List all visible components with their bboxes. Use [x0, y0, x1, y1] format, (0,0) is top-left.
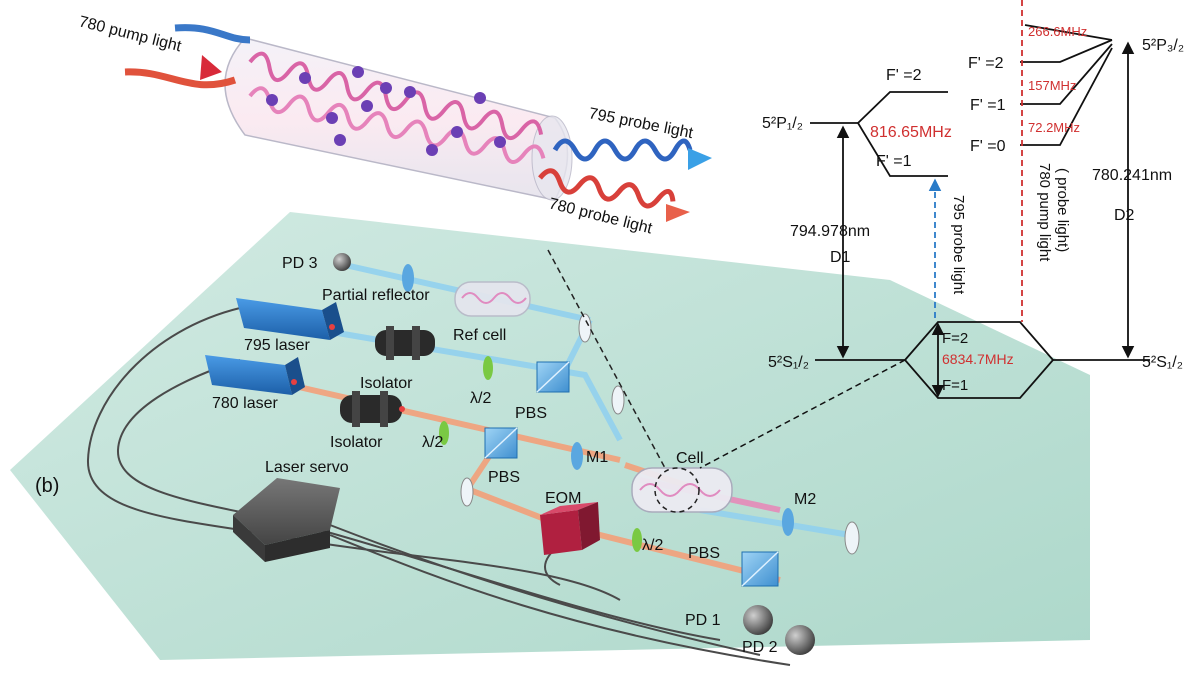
partial-reflector-label: Partial reflector [322, 287, 430, 304]
mirror-far-right [844, 521, 860, 555]
pump-light-in-red [124, 68, 237, 89]
halfwave-top-label: λ/2 [470, 390, 491, 407]
panel-c [699, 0, 1150, 469]
p12-fp2-label: F' =2 [886, 67, 922, 84]
vapor-cell-body [224, 37, 569, 201]
partial-reflector-optic [402, 264, 414, 292]
panel-b-label: (b) [35, 475, 59, 497]
halfwave-bottom-label: λ/2 [642, 537, 663, 554]
p32-split-b: 157MHz [1028, 78, 1076, 93]
p32-fp2 [1020, 39, 1113, 63]
isolator-bottom-label: Isolator [330, 434, 383, 451]
d1-wavelength: 794.978nm [790, 223, 870, 240]
pd1-detector [743, 605, 773, 635]
p32-fp2-label: F' =2 [968, 55, 1004, 72]
eom [540, 502, 600, 555]
mirror-m2-label: M2 [794, 491, 816, 508]
laser-servo [233, 478, 340, 562]
s12-left-label: 5²S₁/₂ [768, 354, 809, 371]
halfwave-plate-bottom [632, 528, 642, 552]
mirror-m1-label: M1 [586, 449, 608, 466]
pbs-mid-label: PBS [488, 469, 520, 486]
atoms [266, 66, 506, 156]
mirror-m1 [571, 442, 583, 470]
halfwave-plate-top [483, 356, 493, 380]
laser-780-label: 780 laser [212, 395, 278, 412]
ref-cell [454, 281, 531, 317]
laser-795 [236, 298, 344, 340]
pump-in-label: 780 pump light [77, 13, 183, 55]
mirror-bottom-left [460, 477, 474, 507]
pd1-label: PD 1 [685, 612, 721, 629]
p12-fp2 [857, 91, 948, 124]
p12-fp1-label: F' =1 [876, 153, 912, 170]
pd2-label: PD 2 [742, 639, 778, 656]
d2-wavelength: 780.241nm [1092, 167, 1172, 184]
pd3-detector [333, 253, 351, 271]
p32-fp0-label: F' =0 [970, 138, 1006, 155]
probe795-label: 795 probe light [587, 105, 695, 142]
ref-cell-label: Ref cell [453, 327, 506, 344]
isolator-top [375, 326, 435, 360]
p32-top [1024, 24, 1113, 41]
pump780-vertical-label-1: 780 pump light [1036, 163, 1053, 262]
wave-beam-1 [248, 51, 544, 140]
probe780-out [538, 168, 676, 209]
isolator-top-label: Isolator [360, 375, 413, 392]
pump780-vertical-label-2: ( probe light) [1054, 168, 1071, 252]
d1-name: D1 [830, 249, 851, 266]
pbs-bottom-label: PBS [688, 545, 720, 562]
pd2-detector [785, 625, 815, 655]
halfwave-mid-label: λ/2 [422, 434, 443, 451]
probe780-label: 780 probe light [547, 195, 654, 237]
p12-label: 5²P₁/₂ [762, 115, 803, 132]
p12-hf-splitting: 816.65MHz [870, 124, 952, 141]
p12-fp1 [857, 122, 948, 177]
mirror-right-top [611, 385, 625, 415]
main-cell [631, 467, 733, 513]
eom-label: EOM [545, 490, 581, 507]
halfwave-plate-mid [439, 421, 449, 445]
pbs-top-label: PBS [515, 405, 547, 422]
p32-fp0 [1020, 47, 1113, 146]
laser-795-label: 795 laser [244, 337, 310, 354]
pbs-mid [484, 427, 518, 459]
probe795-out [552, 138, 693, 162]
pbs-top [536, 361, 570, 393]
s12-right-label: 5²S₁/₂ [1142, 354, 1183, 371]
optical-table [10, 212, 1090, 660]
cables [86, 307, 791, 666]
d2-name: D2 [1114, 207, 1135, 224]
mirror-m2 [782, 508, 794, 536]
mirror-upper-right [578, 313, 592, 343]
s12-hf-splitting: 6834.7MHz [942, 351, 1014, 367]
panel-c-text: 5²P₁/₂ 5²P₃/₂ 5²S₁/₂ 5²S₁/₂ F' =2 F' =1 … [762, 24, 1184, 394]
p32-split-a: 266.6MHz [1028, 24, 1087, 39]
pd3-label: PD 3 [282, 255, 318, 272]
p32-label: 5²P₃/₂ [1142, 37, 1184, 54]
p32-split-c: 72.2MHz [1028, 120, 1080, 135]
p32-fp1-label: F' =1 [970, 97, 1006, 114]
f2-label: F=2 [942, 330, 968, 347]
p32-fp1 [1020, 43, 1113, 105]
probe795-arrowhead [688, 148, 712, 170]
main-cell-label: Cell [676, 450, 704, 467]
f1-label: F=1 [942, 377, 968, 394]
laser-780 [205, 355, 305, 395]
zoom-connector-c [699, 359, 906, 469]
pump-arrowhead [200, 55, 222, 80]
pump-light-in-blue [174, 24, 251, 44]
laser-servo-label: Laser servo [265, 459, 349, 476]
probe780-arrowhead [666, 204, 690, 222]
panel-b: PD 3 Partial reflector Ref cell 795 lase… [10, 212, 1090, 666]
zoom-connector-b [547, 249, 666, 469]
probe795-vertical-label: 795 probe light [950, 195, 967, 295]
isolator-bottom [340, 391, 405, 427]
pbs-bottom [741, 551, 779, 587]
